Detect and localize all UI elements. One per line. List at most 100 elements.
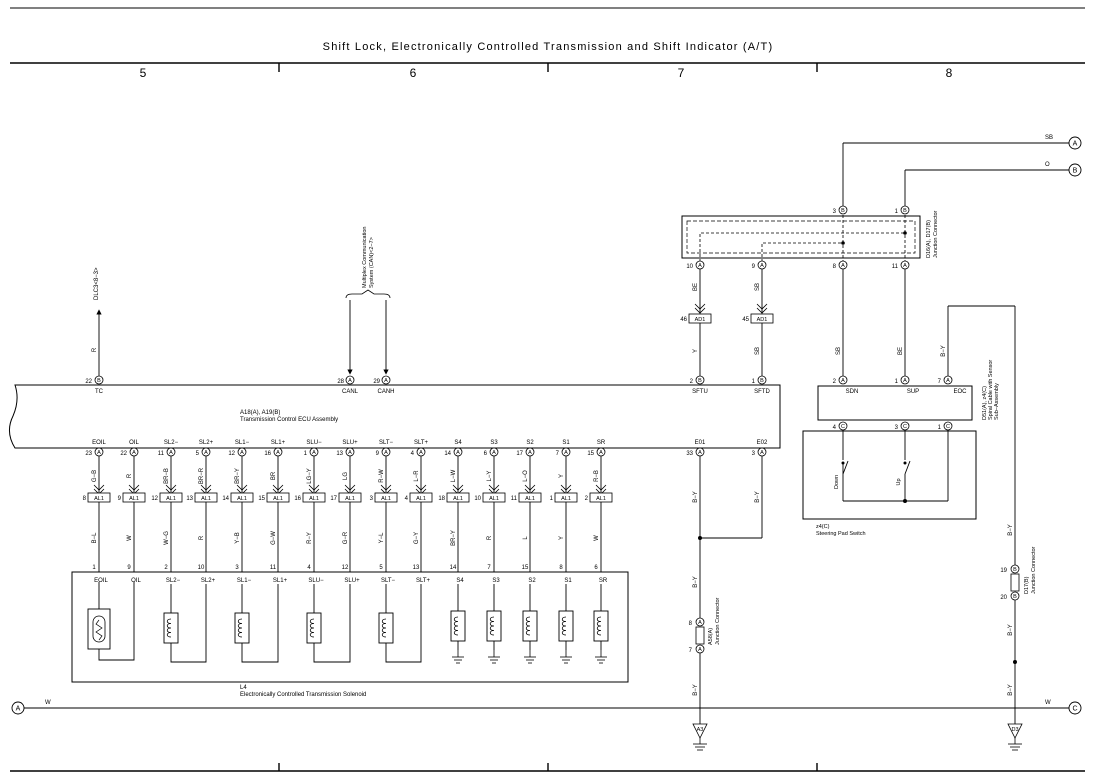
- shift-solenoid: [558, 584, 574, 664]
- coil-winding: [381, 618, 387, 638]
- ecu-outline: [9, 384, 781, 449]
- wire-color: L−W: [451, 469, 457, 482]
- svg-text:SDN: SDN: [846, 389, 859, 395]
- wire-color: SB: [755, 347, 761, 355]
- ecu-name: A18(A), A19(B): [240, 410, 280, 416]
- svg-text:B: B: [1073, 168, 1078, 175]
- solenoid-pin-label: OIL: [131, 578, 141, 584]
- wire-color: W: [45, 700, 51, 706]
- pin-connector: A: [97, 450, 101, 456]
- al1-pin-number: 16: [294, 496, 301, 502]
- solenoid-pin-number: 14: [450, 565, 457, 571]
- svg-text:AD1: AD1: [695, 317, 706, 323]
- solenoid-box: [71, 571, 629, 683]
- svg-text:C: C: [841, 424, 845, 430]
- svg-text:1: 1: [938, 425, 942, 431]
- svg-text:4: 4: [833, 425, 837, 431]
- ground-d3: D3: [1007, 723, 1023, 751]
- ecu-bottom-pin-e01: E01 33 A: [686, 440, 706, 457]
- al1-label: AL1: [453, 496, 463, 502]
- svg-text:7: 7: [938, 379, 942, 385]
- svg-text:20: 20: [1000, 595, 1007, 601]
- wire-color: L−Y: [487, 471, 493, 482]
- wire-color: LG: [343, 472, 349, 480]
- ecu-pin-number: 22: [120, 451, 127, 457]
- ecu-pin-number: 14: [444, 451, 451, 457]
- pin-connector: A: [312, 450, 316, 456]
- junction-d16-pin-11: 11 A: [892, 260, 910, 270]
- wire-color: W−G: [164, 531, 170, 545]
- solenoid-pin-number: 1: [92, 565, 96, 571]
- ecu-pin-number: 13: [336, 451, 343, 457]
- svg-text:2: 2: [833, 379, 837, 385]
- al1-pin-number: 13: [186, 496, 193, 502]
- svg-text:A: A: [903, 263, 907, 269]
- ground-a3: A3: [692, 723, 708, 751]
- wire-color: R: [127, 473, 133, 478]
- ecu-top-pin-sftu: 2 B SFTU: [690, 375, 708, 395]
- spiral-pin-3c: 3 C: [895, 421, 910, 431]
- ecu-pin-label: SR: [597, 440, 606, 446]
- al1-pin-number: 4: [405, 496, 409, 502]
- svg-text:SUP: SUP: [907, 389, 919, 395]
- wire-segment: [385, 584, 422, 663]
- coil-winding: [237, 618, 243, 638]
- wire-color: LG−Y: [307, 468, 313, 484]
- svg-text:A: A: [348, 378, 352, 384]
- steering-desc: Steering Pad Switch: [816, 531, 866, 537]
- al1-label: AL1: [129, 496, 139, 502]
- al1-label: AL1: [273, 496, 283, 502]
- svg-text:A: A: [1073, 141, 1078, 148]
- switch-up-label: Up: [896, 478, 902, 485]
- wire-color: B−Y: [1008, 624, 1014, 636]
- solenoid-pin-number: 5: [379, 565, 383, 571]
- svg-text:3: 3: [833, 209, 837, 215]
- ecu-pin-label: SLT−: [379, 440, 394, 446]
- al1-label: AL1: [309, 496, 319, 502]
- coil-winding: [596, 616, 602, 636]
- ecu-top-pin-canl: 28 A CANL: [337, 375, 359, 395]
- al1-pin-number: 9: [118, 496, 122, 502]
- wire-segment: [170, 584, 207, 663]
- svg-text:A58(A): A58(A): [708, 628, 714, 645]
- solenoid-pin-label: S4: [456, 578, 464, 584]
- solenoid-pin-number: 9: [127, 565, 131, 571]
- shift-solenoid: [522, 584, 538, 664]
- wire-color: B−Y: [1008, 524, 1014, 536]
- ecu-pin-number: 15: [587, 451, 594, 457]
- svg-text:45: 45: [742, 317, 749, 323]
- svg-text:28: 28: [337, 379, 344, 385]
- ad1-left: 46 AD1: [680, 313, 712, 324]
- pin-connector: A: [419, 450, 423, 456]
- pin-connector: A: [348, 450, 352, 456]
- al1-label: AL1: [561, 496, 571, 502]
- steering-switch-box: [802, 430, 977, 520]
- wire-color: B−Y: [755, 491, 761, 503]
- spiral-cable-box: [817, 385, 973, 421]
- wire-color: Y: [559, 474, 565, 478]
- al1-pin-number: 2: [585, 496, 589, 502]
- wire-color: L−R: [414, 470, 420, 482]
- svg-text:1: 1: [895, 209, 899, 215]
- svg-text:AD1: AD1: [757, 317, 768, 323]
- ecu-pin-label: S1: [562, 440, 570, 446]
- wire-color: G−R: [343, 531, 349, 544]
- svg-text:SFTU: SFTU: [692, 389, 708, 395]
- ecu-top-pin-sftd: 1 B SFTD: [752, 375, 770, 395]
- wire-color: BR−Y: [235, 468, 241, 484]
- wire-color: Y: [693, 349, 699, 353]
- spiral-pin-sup: 1 A SUP: [895, 375, 919, 395]
- al1-pin-number: 3: [370, 496, 374, 502]
- al1-label: AL1: [166, 496, 176, 502]
- ecu-pin-number: 7: [556, 451, 560, 457]
- wire-color: G−Y: [414, 532, 420, 544]
- wire-color: L: [523, 536, 529, 540]
- svg-text:D3: D3: [1011, 727, 1018, 733]
- coil-winding: [309, 618, 315, 638]
- pin-connector: A: [492, 450, 496, 456]
